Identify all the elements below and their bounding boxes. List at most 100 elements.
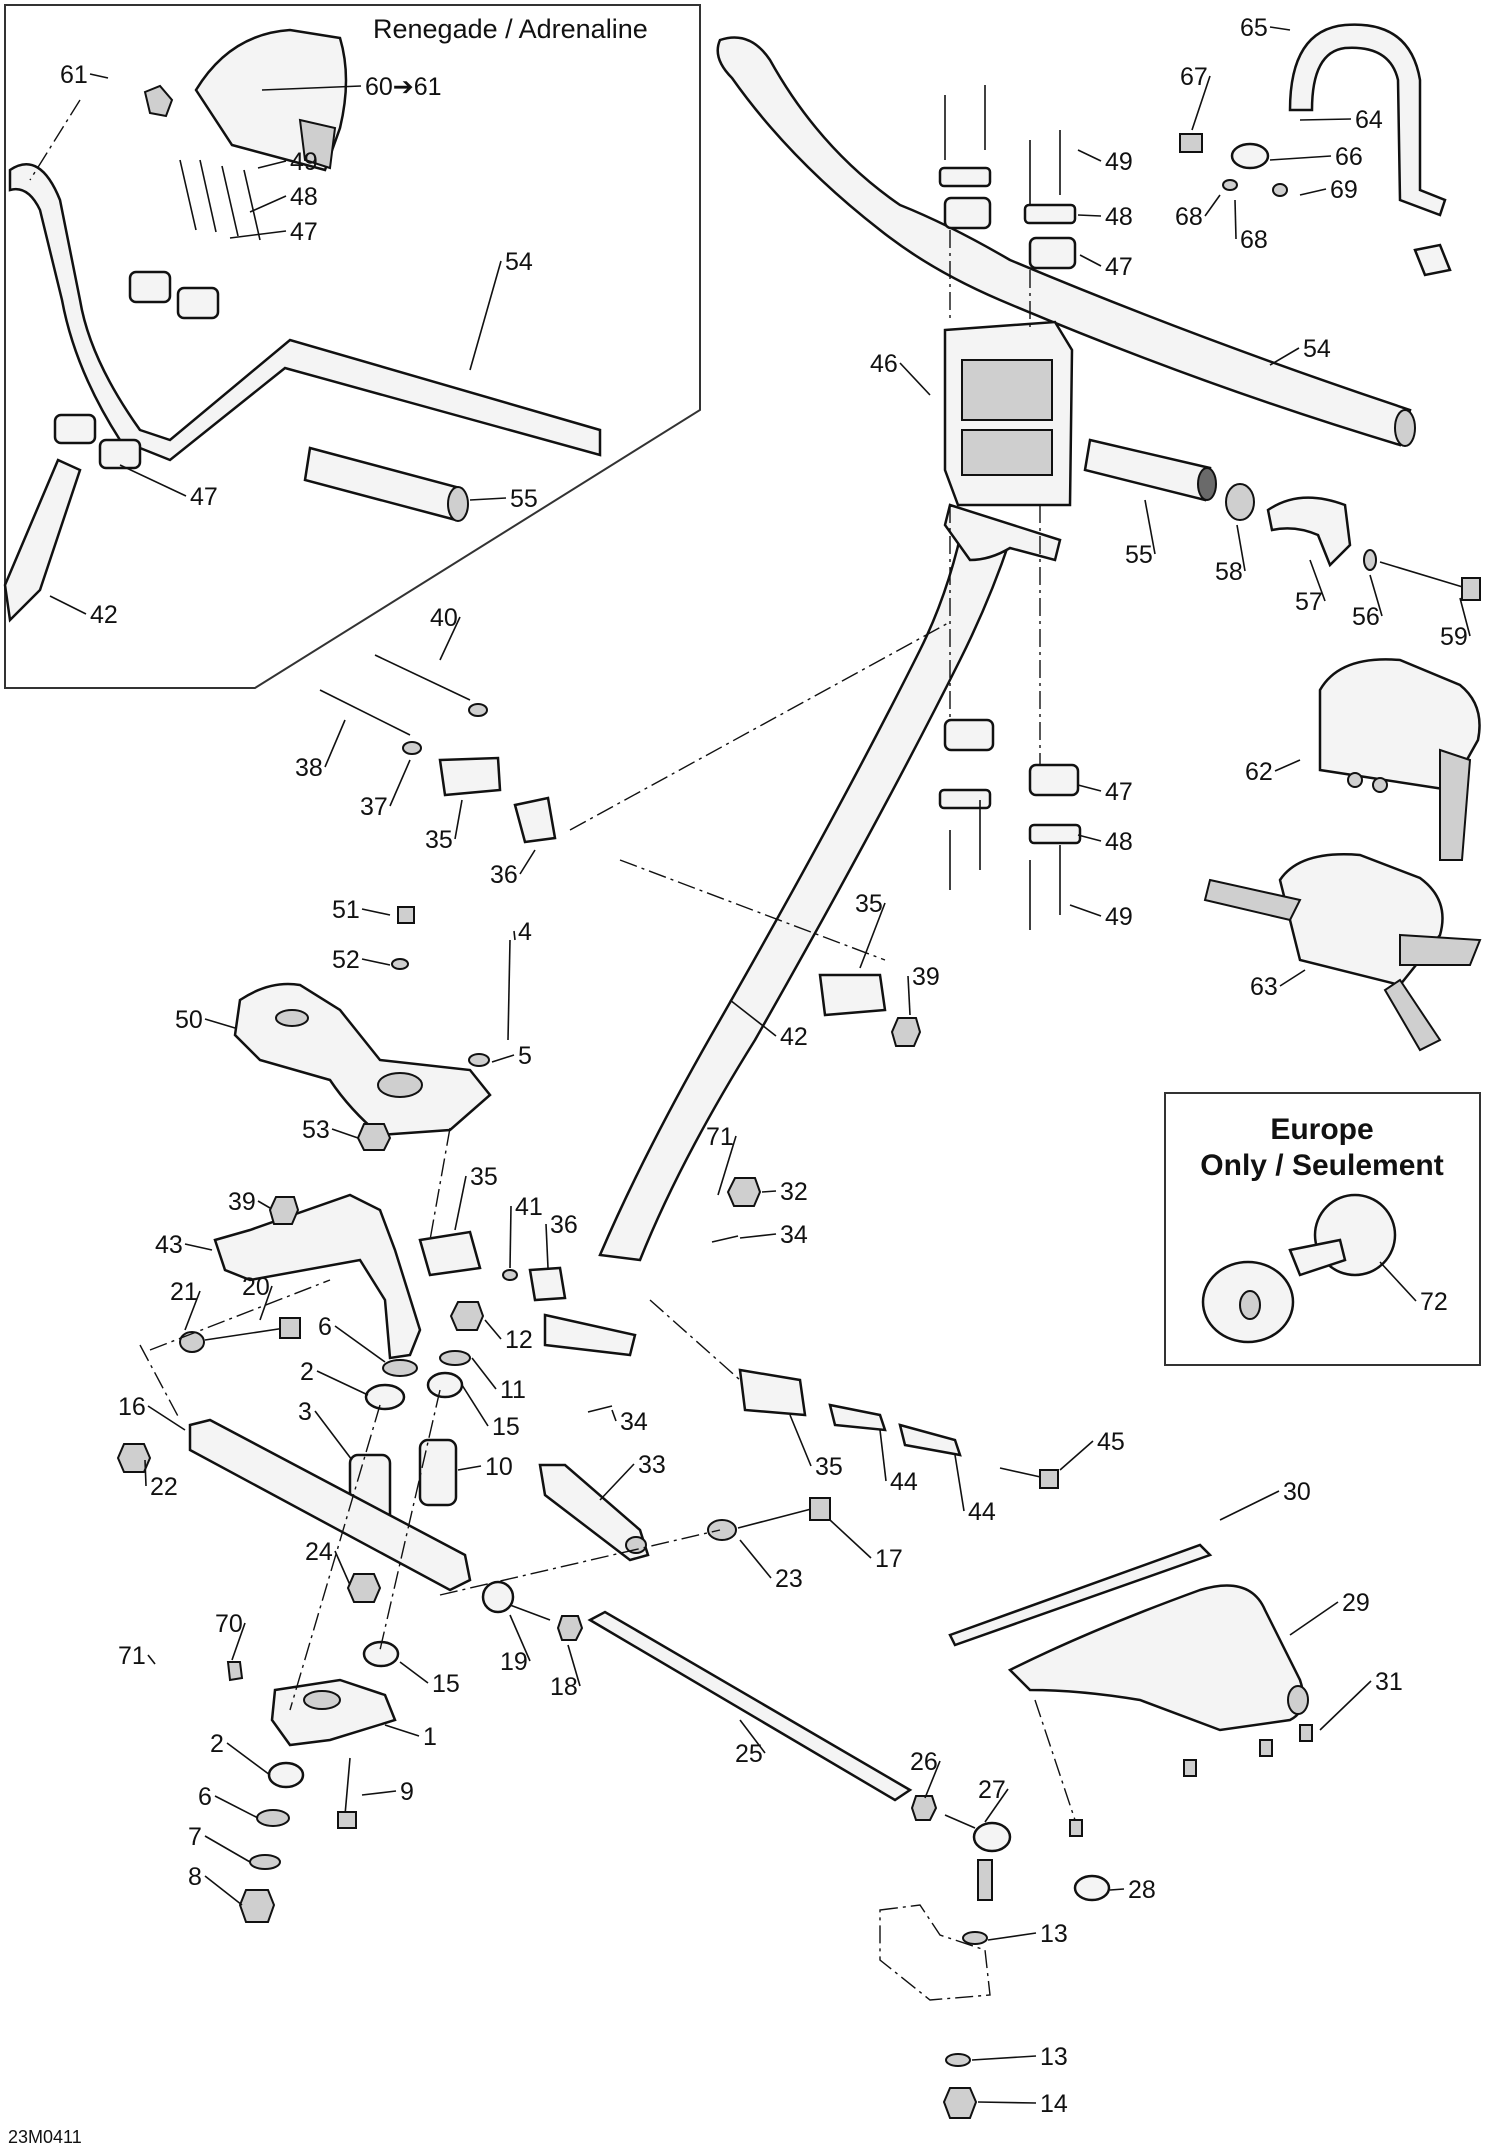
horn-72 [1201,1193,1397,1344]
washer-37b [468,703,488,717]
washer-6a [382,1359,418,1377]
leader-42a [49,595,87,615]
leader-20 [259,1285,273,1321]
stud-13 [977,1859,993,1901]
callout-13b: 13 [1040,2043,1068,2071]
nut-24 [346,1573,382,1603]
inset-clip-61 [143,84,174,118]
steering-cover-62 [1318,658,1481,861]
leader-68b [1234,199,1237,240]
rod-end-19-shaft [509,1604,551,1621]
inset-steering-column-42 [3,458,82,623]
clamp-47-top [943,196,992,230]
leader-26 [924,1760,941,1799]
leader-10 [457,1465,482,1471]
leader-71a [717,1135,737,1196]
washer-68 [1222,179,1238,191]
callout-43: 43 [155,1231,183,1259]
nut-14 [942,2087,978,2119]
inset-handlebar-54 [8,163,602,462]
hose-65 [1288,23,1447,217]
inset-riser-cap-60 [194,28,348,172]
callout-6b: 6 [198,1783,212,1811]
leader-56 [1369,574,1383,617]
leader-22 [144,1459,147,1487]
callout-15b: 15 [432,1670,460,1698]
callout-18: 18 [550,1673,578,1701]
ball-joint-35a [438,756,502,797]
bolt-59 [1379,561,1481,601]
callout-24: 24 [305,1538,333,1566]
steering-column-42 [598,503,1062,1262]
inset-title: Renegade / Adrenaline [373,14,648,44]
leader-6a [334,1325,386,1363]
callout-42a: 42 [90,601,118,629]
leader-47b [119,464,187,497]
leader-44b [954,1454,965,1512]
inset-clamp-47-upper [128,270,172,304]
callout-12: 12 [505,1326,533,1354]
leader-7 [204,1835,251,1863]
ring-34a [711,1235,739,1243]
callout-40: 40 [430,604,458,632]
callout-44a: 44 [890,1468,918,1496]
leader-66 [1269,155,1332,161]
nut-53 [356,1123,392,1151]
leader-6b [214,1795,259,1819]
inset-frame [4,4,701,689]
callout-16: 16 [118,1393,146,1421]
leader-35b [859,902,886,969]
leader-72 [1379,1261,1417,1302]
leader-55a [469,497,507,501]
callout-34b: 34 [620,1408,648,1436]
leader-34a [739,1233,777,1239]
leader-48c [1077,834,1102,842]
callout-23: 23 [775,1565,803,1593]
leader-27 [984,1788,1009,1823]
leader-8 [204,1875,243,1906]
leader-68a [1204,194,1221,217]
callout-35b: 35 [855,890,883,918]
clamp-66 [1230,142,1270,170]
leader-4 [513,930,516,941]
link-plate-44b [898,1423,962,1457]
leader-47c [1079,254,1102,267]
leader-29 [1289,1601,1339,1636]
leader-3 [314,1410,353,1461]
callout-63: 63 [1250,973,1278,1001]
steering-cover-63 [1203,853,1482,1052]
riser-block-46 [943,320,1074,507]
leader-24 [334,1550,351,1586]
callout-72: 72 [1420,1288,1448,1316]
leader-67 [1191,75,1211,131]
callout-29: 29 [1342,1589,1370,1617]
leader-50 [204,1018,236,1029]
leader-36a [519,849,536,875]
leader-53 [331,1128,359,1139]
assembly-guides [29,99,1076,1821]
callout-7: 7 [188,1823,202,1851]
callout-57: 57 [1295,588,1323,616]
leader-5 [491,1054,515,1063]
leader-47d [1077,784,1102,792]
callout-48c: 48 [1105,828,1133,856]
leader-15b [399,1661,429,1684]
leader-54b [1269,347,1300,366]
leader-54a [469,260,502,371]
clamp-48-top [938,166,992,188]
spacer-10 [418,1438,458,1507]
callout-1: 1 [423,1723,437,1751]
link-plate-44a [828,1403,887,1432]
clip-69b [1413,243,1452,277]
leader-36b [545,1223,549,1269]
callout-33: 33 [638,1451,666,1479]
callout-47a: 47 [290,218,318,246]
callout-38: 38 [295,754,323,782]
leader-38 [324,719,346,768]
clamp-47-lower-b [1028,763,1080,797]
leader-16 [147,1405,186,1431]
callout-39b: 39 [228,1188,256,1216]
leader-58 [1236,524,1246,572]
nut-12 [449,1301,485,1331]
bushing-2b [267,1761,305,1789]
